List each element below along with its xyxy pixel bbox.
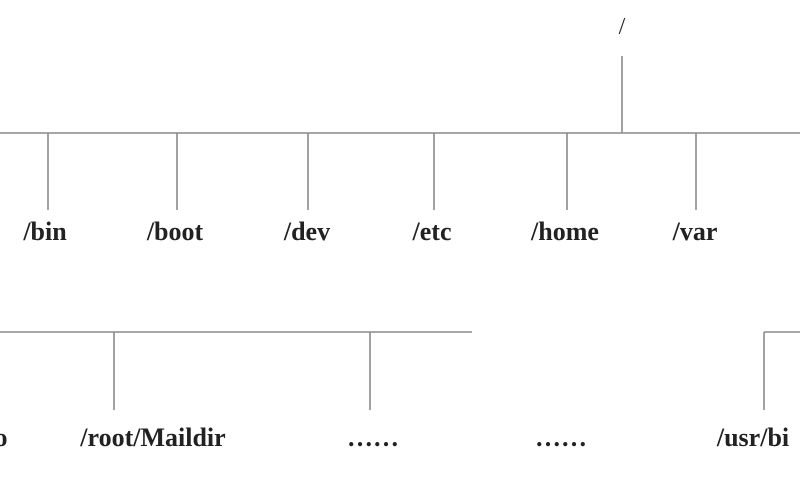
node-dev: /dev: [283, 217, 330, 246]
node-ellipsis-2: ……: [535, 423, 587, 452]
root-node: /: [619, 14, 626, 133]
level1-nodes: /bin /boot /dev /etc /home /var /: [22, 217, 718, 246]
node-boot: /boot: [146, 217, 204, 246]
root-label: /: [619, 14, 626, 40]
node-partial-left: o: [0, 423, 8, 452]
node-bin: /bin: [22, 217, 67, 246]
node-home: /home: [530, 217, 599, 246]
node-ellipsis-1: ……: [347, 423, 399, 452]
level1-connectors: [47, 133, 697, 210]
level2-left-connectors: [113, 332, 371, 410]
node-var: /var: [672, 217, 718, 246]
node-etc: /etc: [412, 217, 452, 246]
level2-right-connectors: [763, 331, 800, 410]
level2-nodes: o /root/Maildir …… …… /usr/bi: [0, 423, 789, 452]
node-root-maildir: /root/Maildir: [79, 423, 225, 452]
node-usr-bin: /usr/bi: [716, 423, 789, 452]
